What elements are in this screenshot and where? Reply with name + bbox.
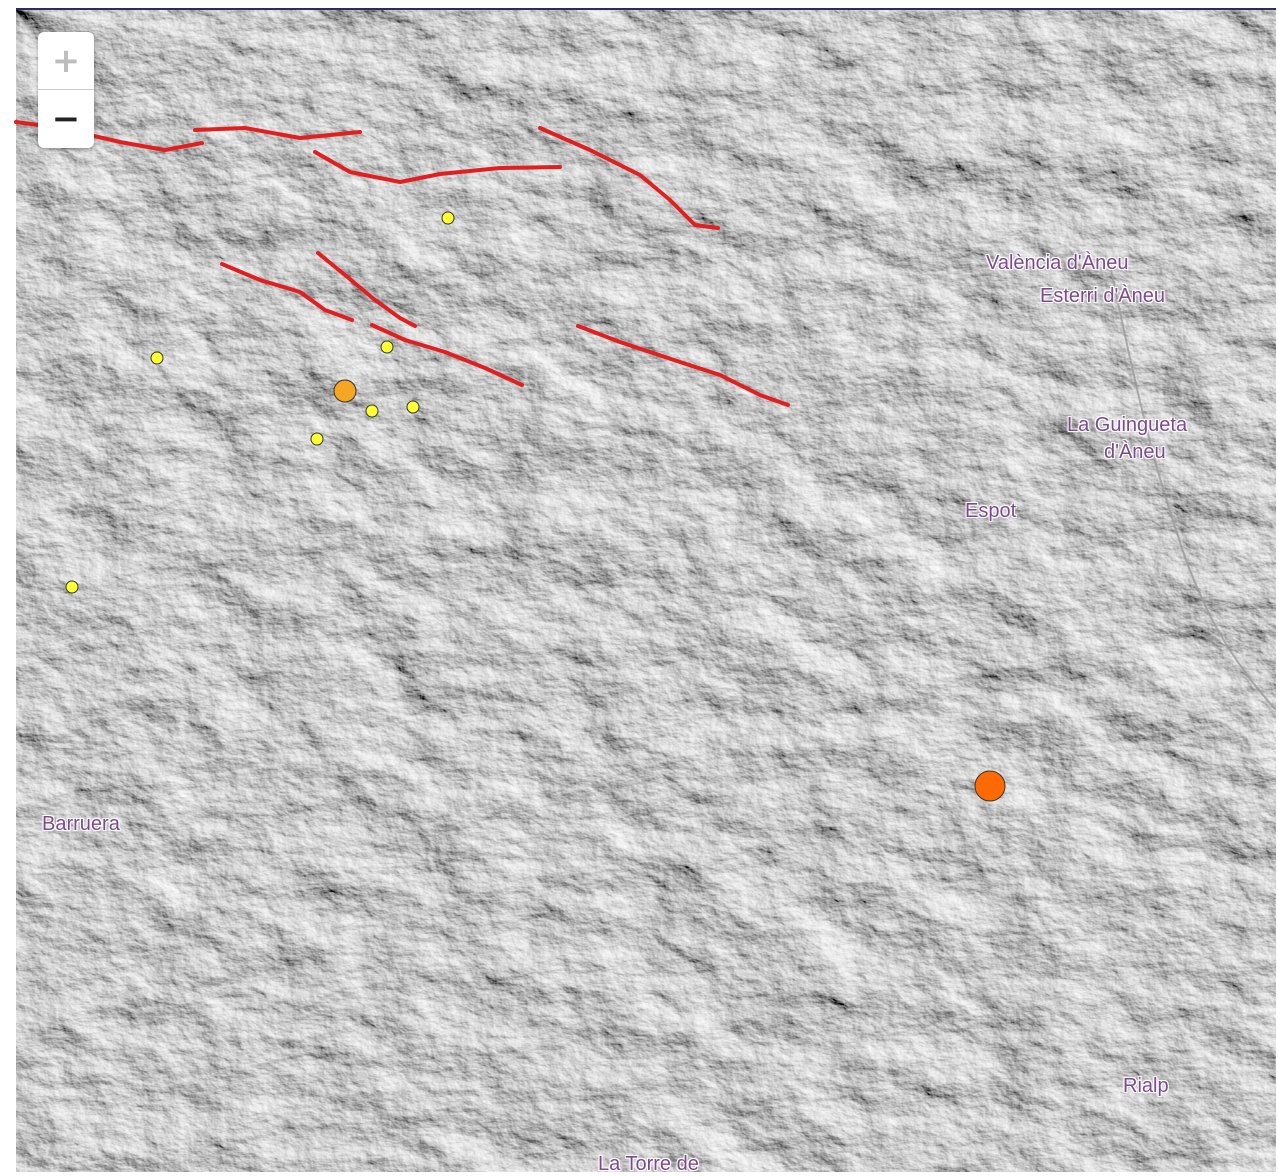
place-label-la-guingueta-line2: d'Àneu — [1104, 441, 1166, 463]
terrain-map[interactable]: + − — [16, 8, 1276, 1172]
place-label-valencia-daneu: València d'Àneu — [986, 252, 1129, 274]
place-label-barruera: Barruera — [42, 813, 120, 835]
zoom-in-button[interactable]: + — [38, 32, 94, 90]
hillshade-terrain — [16, 10, 1276, 1172]
zoom-control: + − — [38, 32, 94, 148]
place-label-rialp: Rialp — [1123, 1075, 1169, 1097]
place-label-la-torre-de: La Torre de — [598, 1153, 699, 1175]
place-label-la-guingueta-line1: La Guingueta — [1067, 414, 1188, 436]
place-label-esterri-daneu: Esterri d'Àneu — [1040, 285, 1165, 307]
zoom-out-button[interactable]: − — [51, 98, 81, 139]
place-label-espot: Espot — [965, 500, 1017, 522]
